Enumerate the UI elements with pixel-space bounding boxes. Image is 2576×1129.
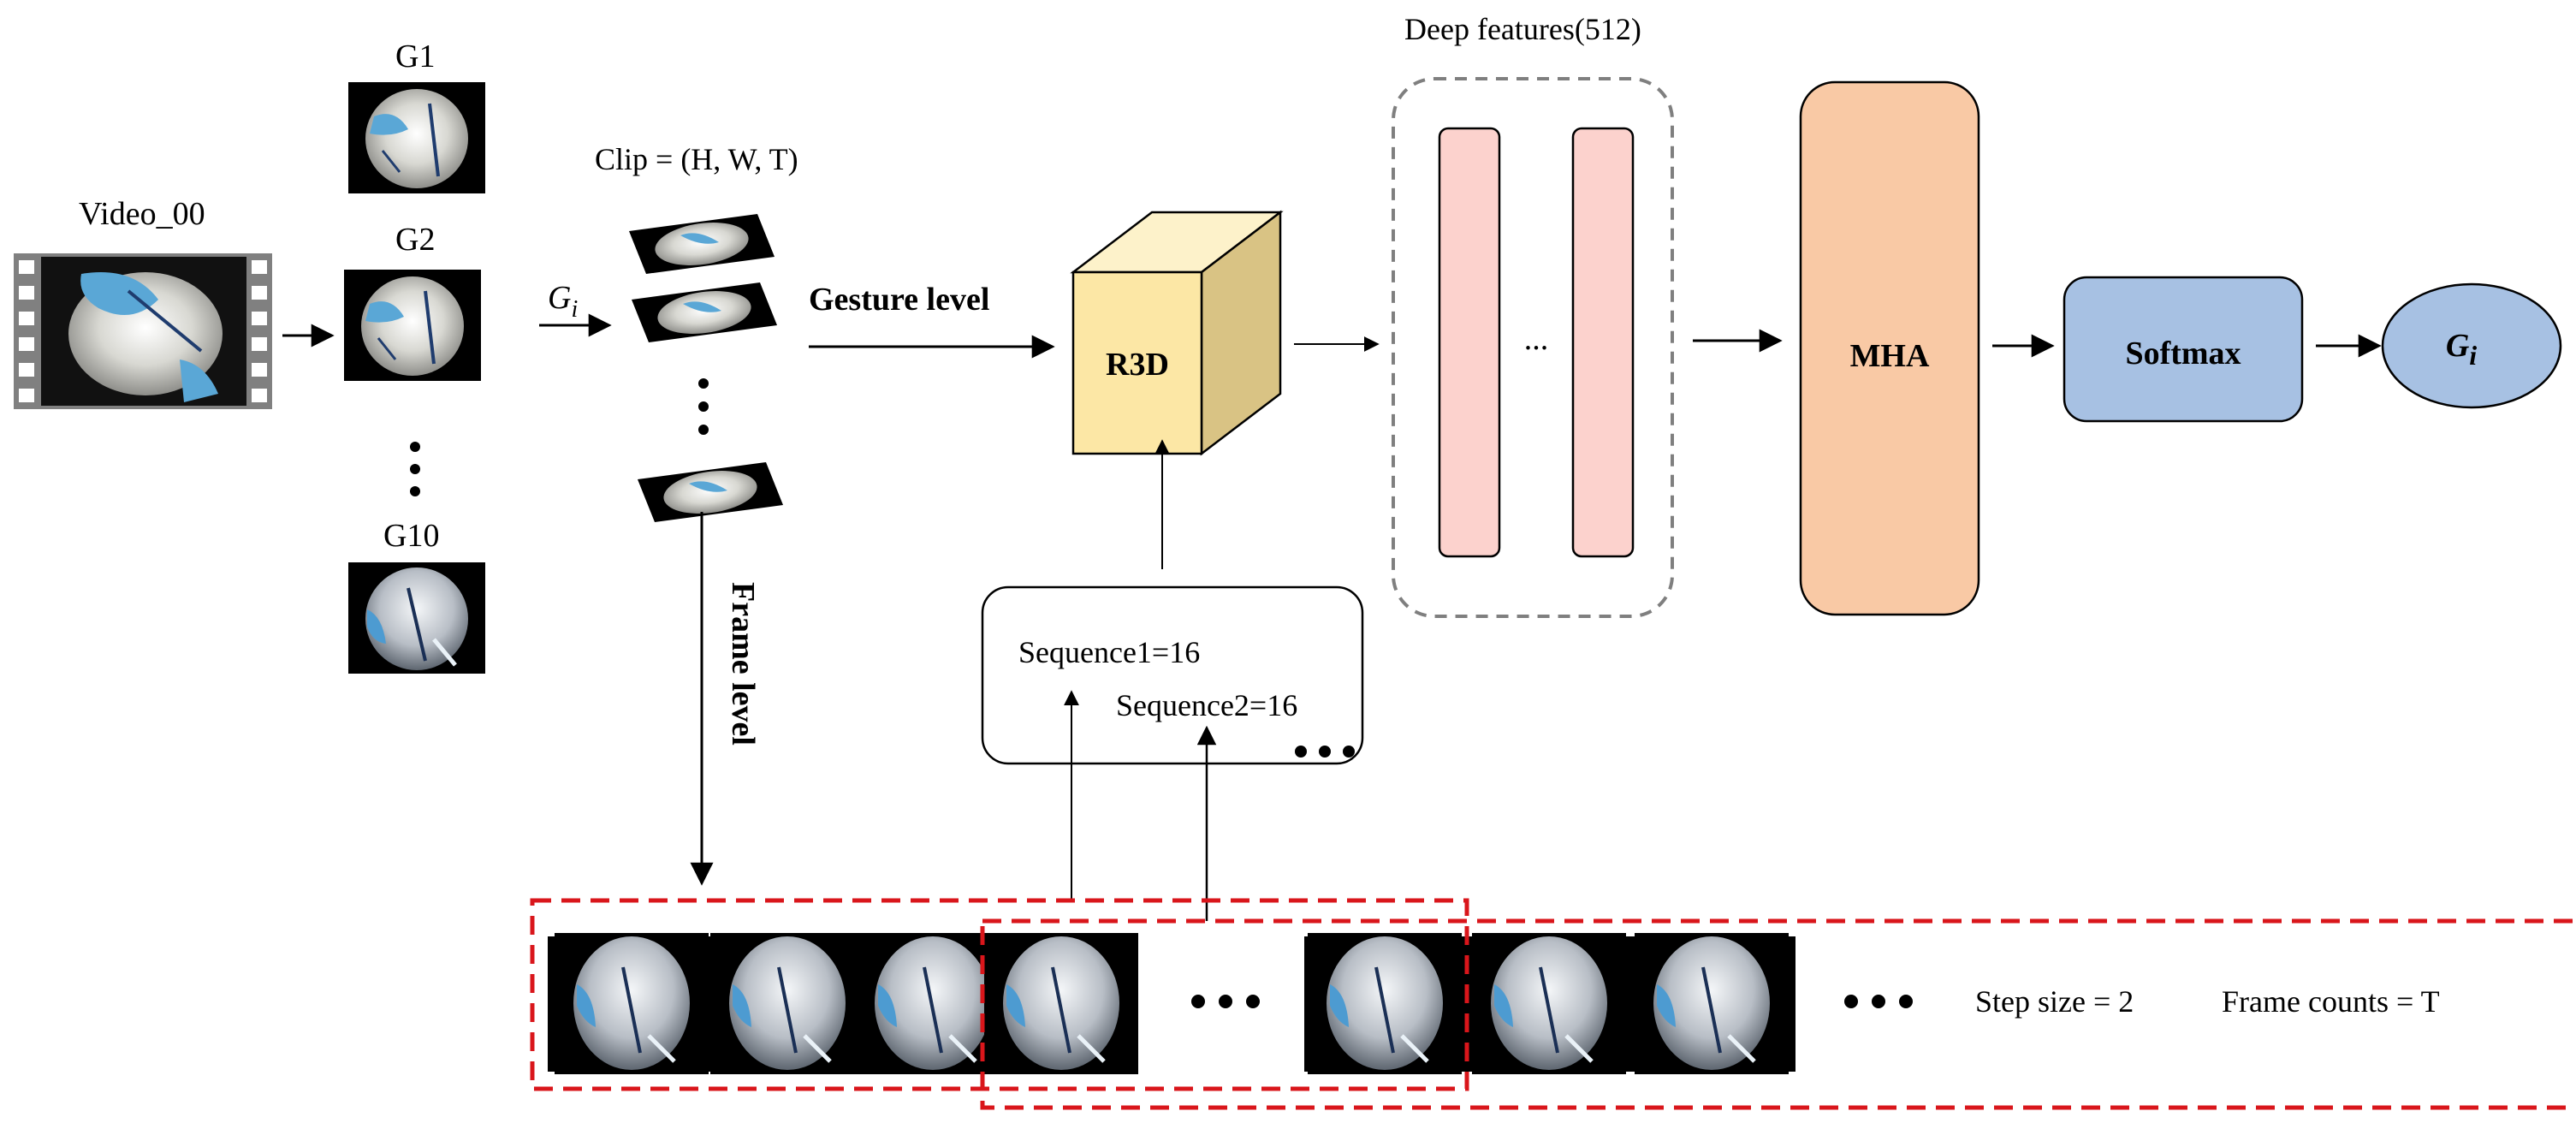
gesture-level-label: Gesture level xyxy=(809,282,989,318)
sequence2-label: Sequence2=16 xyxy=(1116,688,1297,722)
r3d-block xyxy=(1070,210,1284,456)
sequence-ellipsis xyxy=(1295,746,1355,758)
frame-counts-label: Frame counts = T xyxy=(2222,984,2440,1019)
frame-strip xyxy=(548,933,1795,1074)
g1-label: G1 xyxy=(395,39,435,74)
clip-ellipsis xyxy=(698,378,709,435)
r3d-label: R3D xyxy=(1106,347,1169,383)
window-1-dashed xyxy=(530,898,1469,1091)
window-2-dashed xyxy=(980,918,2576,1110)
video-thumbnail xyxy=(14,253,272,409)
mha-block xyxy=(1799,80,1980,616)
mha-label: MHA xyxy=(1850,338,1930,374)
frame-strip-ellipsis-end xyxy=(1844,995,1913,1008)
clip-slab-1 xyxy=(629,214,775,274)
softmax-block xyxy=(2063,276,2304,423)
sequence-box xyxy=(981,585,1364,765)
vertical-ellipsis xyxy=(410,442,420,496)
output-ellipse xyxy=(2381,282,2562,409)
g10-label: G10 xyxy=(383,518,439,554)
frame-7 xyxy=(1635,933,1789,1074)
clip-label: Clip = (H, W, T) xyxy=(595,142,798,176)
frame-2 xyxy=(710,933,864,1074)
features-ellipsis: ... xyxy=(1524,321,1549,357)
frame-level-label: Frame level xyxy=(725,582,761,746)
frame-1 xyxy=(555,933,709,1074)
video-label: Video_00 xyxy=(79,196,205,232)
feature-bar-1 xyxy=(1438,127,1501,558)
clip-slab-2 xyxy=(632,282,777,342)
frame-strip-ellipsis-middle xyxy=(1191,995,1260,1008)
clip-slab-3 xyxy=(638,462,783,522)
frame-4 xyxy=(984,933,1138,1074)
deep-features-title: Deep features(512) xyxy=(1404,12,1641,46)
gi-label: Gi xyxy=(548,280,578,323)
g2-label: G2 xyxy=(395,222,435,258)
step-size-label: Step size = 2 xyxy=(1975,984,2134,1019)
softmax-label: Softmax xyxy=(2125,336,2241,371)
g2-thumbnail xyxy=(342,268,483,383)
frame-5 xyxy=(1308,933,1462,1074)
feature-bar-2 xyxy=(1571,127,1635,558)
frame-6 xyxy=(1472,933,1626,1074)
g10-thumbnail xyxy=(348,562,485,674)
sequence1-label: Sequence1=16 xyxy=(1018,635,1200,669)
output-label: Gi xyxy=(2446,328,2477,371)
g1-thumbnail xyxy=(347,80,487,195)
